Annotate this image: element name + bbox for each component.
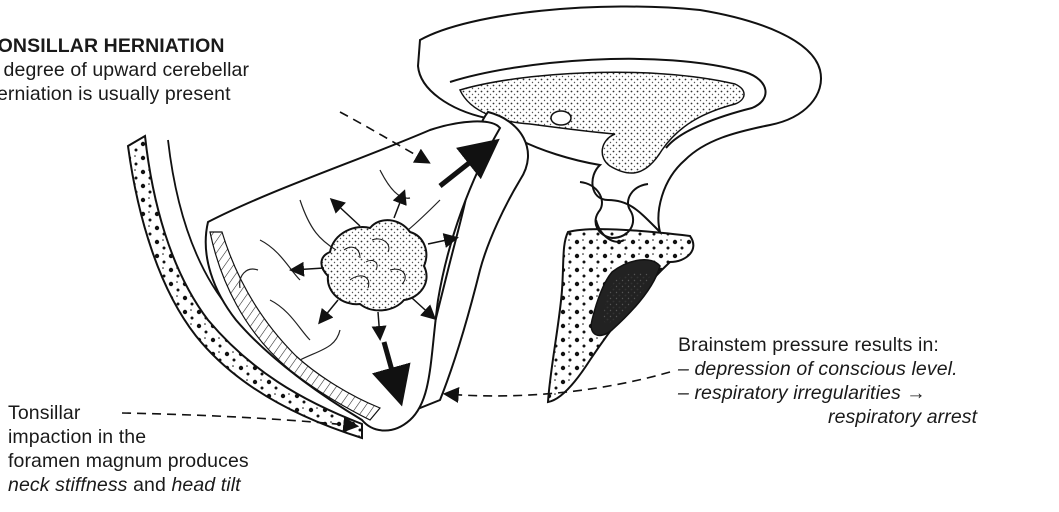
annotation-title: TONSILLAR HERNIATION (0, 34, 249, 58)
annotation-line: impaction in the (8, 425, 249, 449)
brainstem-pressure-annotation: Brainstem pressure results in: – depress… (678, 333, 977, 429)
annotation-line-mixed: neck stiffness and head tilt (8, 473, 249, 497)
annotation-line: respiratory arrest (678, 405, 977, 429)
annotation-line: foramen magnum produces (8, 449, 249, 473)
emphasis-head-tilt: head tilt (171, 474, 240, 496)
tonsillar-impaction-annotation: Tonsillar impaction in the foramen magnu… (8, 401, 249, 497)
annotation-line: A degree of upward cerebellar (0, 58, 249, 82)
annotation-line: Tonsillar (8, 401, 249, 425)
annotation-line: – depression of conscious level. (678, 357, 977, 381)
annotation-line: herniation is usually present (0, 82, 249, 106)
emphasis-neck-stiffness: neck stiffness (8, 474, 128, 496)
interthalamic-adhesion (551, 111, 571, 125)
upward-herniation-annotation: TONSILLAR HERNIATION A degree of upward … (0, 34, 249, 106)
conjunction: and (133, 474, 166, 496)
annotation-line: – respiratory irregularities → (678, 381, 977, 405)
annotation-line: Brainstem pressure results in: (678, 333, 977, 357)
